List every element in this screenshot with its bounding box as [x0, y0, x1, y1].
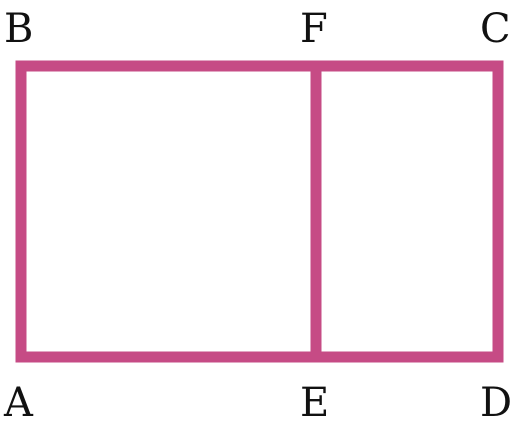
vertex-label-e: E: [300, 380, 329, 421]
vertex-label-c: C: [480, 6, 511, 52]
vertex-label-d: D: [480, 380, 512, 421]
vertex-label-b: B: [4, 6, 33, 52]
rectangle-abcd: [15, 60, 504, 363]
vertex-label-f: F: [300, 6, 328, 52]
vertex-label-a: A: [3, 380, 34, 421]
